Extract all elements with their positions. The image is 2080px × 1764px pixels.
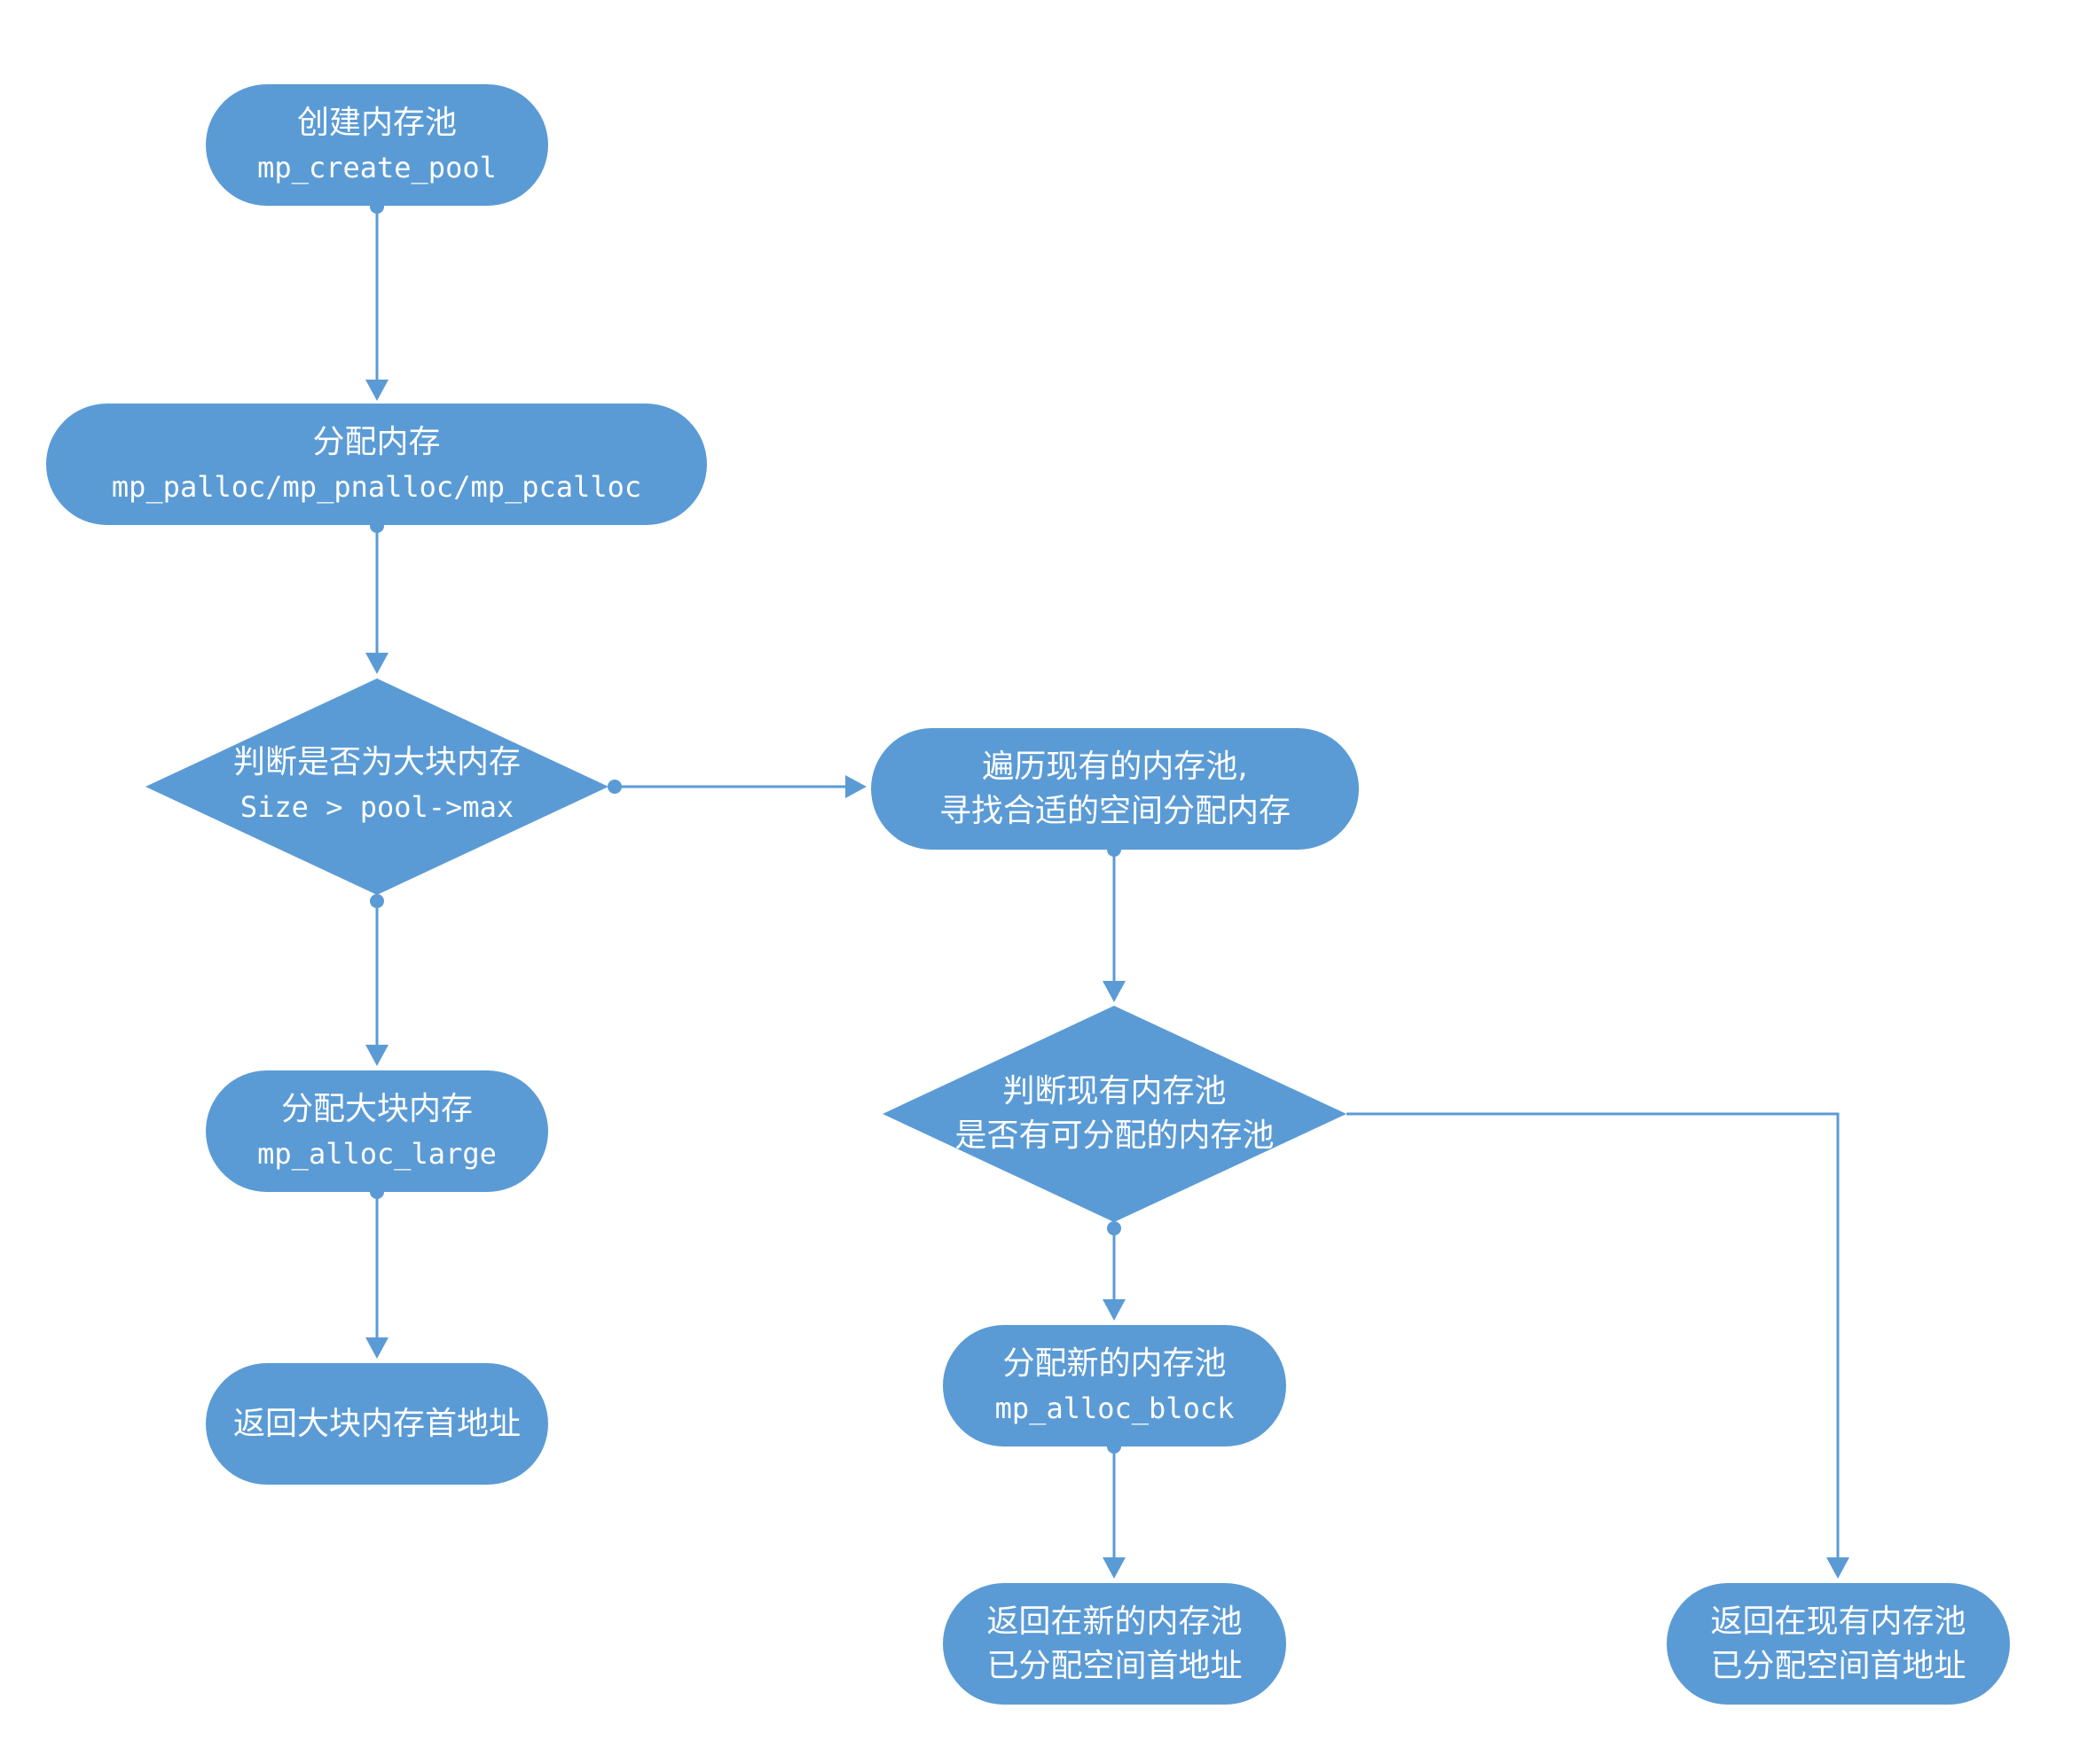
arrowhead [845, 775, 867, 798]
arrowhead [1103, 1299, 1126, 1321]
node-alloc-large: 分配大块内存 mp_alloc_large [206, 1070, 548, 1192]
node-line2: 寻找合适的空间分配内存 [938, 792, 1291, 829]
node-alloc-block: 分配新的内存池 mp_alloc_block [943, 1325, 1286, 1446]
node-return-existing: 返回在现有内存池 已分配空间首地址 [1667, 1583, 2010, 1705]
node-title: 分配内存 [312, 423, 441, 460]
node-decision-large: 判断是否为大块内存 Size > pool->max [145, 723, 608, 847]
node-line1: 返回在新的内存池 [986, 1603, 1243, 1640]
connection-dot [608, 780, 622, 794]
arrowhead [1826, 1557, 1849, 1579]
node-line1: 遍历现有的内存池, [982, 748, 1248, 785]
arrowhead [1103, 1557, 1126, 1579]
node-code: mp_alloc_large [257, 1136, 497, 1171]
arrowhead [365, 653, 389, 674]
node-return-large: 返回大块内存首地址 [206, 1363, 548, 1485]
node-code: Size > pool->max [239, 790, 514, 824]
node-title: 返回大块内存首地址 [232, 1405, 521, 1442]
node-title: 创建内存池 [296, 104, 457, 141]
arrowhead [365, 1045, 389, 1066]
node-line2: 是否有可分配的内存池 [954, 1117, 1275, 1154]
node-title: 分配新的内存池 [1002, 1345, 1227, 1382]
node-code: mp_alloc_block [994, 1391, 1235, 1425]
node-create-pool: 创建内存池 mp_create_pool [206, 84, 548, 206]
node-line2: 已分配空间首地址 [1710, 1647, 1966, 1684]
node-traverse: 遍历现有的内存池, 寻找合适的空间分配内存 [871, 728, 1359, 850]
arrowhead [365, 380, 389, 401]
connection-dot [1107, 1221, 1121, 1235]
connection-dot [370, 894, 384, 908]
connector-decision2-to-return-existing [1346, 1112, 1840, 1568]
node-code: mp_create_pool [257, 150, 497, 184]
decision-existing-diamond [883, 1006, 1346, 1222]
node-return-new: 返回在新的内存池 已分配空间首地址 [943, 1583, 1286, 1705]
decision-large-diamond [145, 678, 608, 895]
node-code: mp_palloc/mp_pnalloc/mp_pcalloc [111, 469, 642, 504]
node-title: 分配大块内存 [280, 1090, 473, 1127]
node-decision-existing: 判断现有内存池 是否有可分配的内存池 [883, 1052, 1346, 1176]
node-line1: 判断现有内存池 [1002, 1073, 1227, 1109]
node-line2: 已分配空间首地址 [986, 1647, 1243, 1684]
arrowhead [1103, 981, 1126, 1002]
node-line1: 返回在现有内存池 [1710, 1603, 1966, 1640]
node-title: 判断是否为大块内存 [232, 744, 521, 780]
arrowhead [365, 1337, 389, 1359]
node-palloc: 分配内存 mp_palloc/mp_pnalloc/mp_pcalloc [46, 404, 707, 525]
